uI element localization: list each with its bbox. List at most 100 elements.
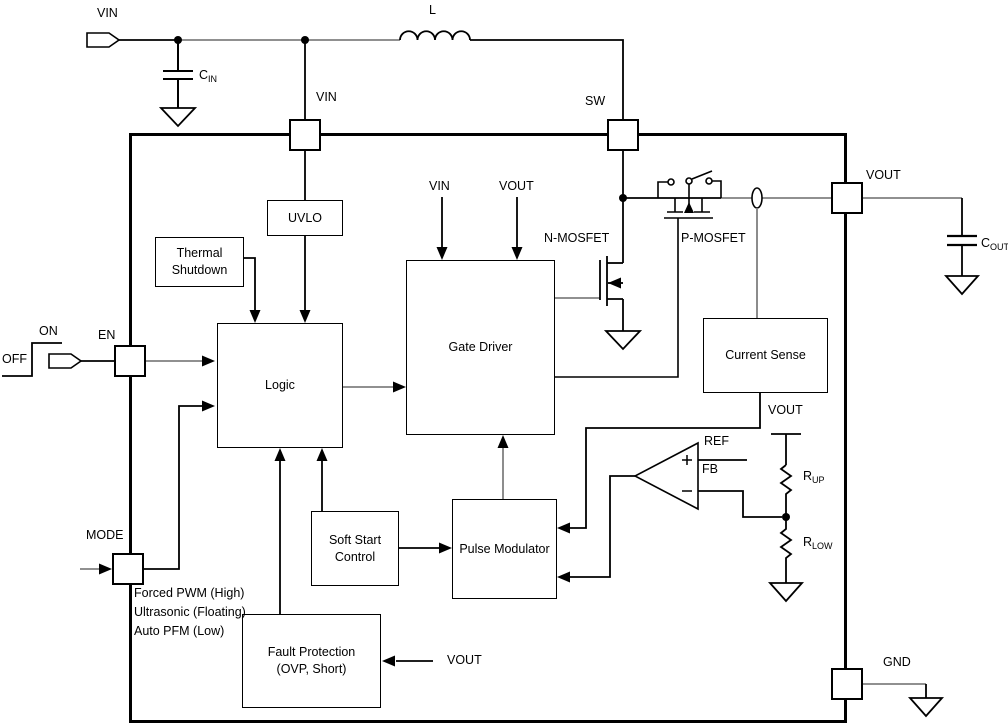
gate-driver-vin-label: VIN xyxy=(429,179,450,193)
drain-contact xyxy=(694,198,710,213)
arrowhead xyxy=(557,522,570,534)
block-label: Current Sense xyxy=(725,348,806,363)
block-soft-start-control: Soft Start Control xyxy=(311,511,399,586)
pin-mode xyxy=(112,553,144,585)
arrowhead xyxy=(557,571,570,583)
mode-option-forced-pwm: Forced PWM (High) xyxy=(134,586,245,600)
gate-driver-vout-label: VOUT xyxy=(499,179,534,193)
vin-terminal-label: VIN xyxy=(97,6,118,20)
block-logic: Logic xyxy=(217,323,343,448)
block-label: Pulse Modulator xyxy=(459,541,550,556)
pin-vin-label: VIN xyxy=(316,90,337,104)
block-uvlo: UVLO xyxy=(267,200,343,236)
gate-lead xyxy=(555,218,679,378)
cout-base: C xyxy=(981,236,991,250)
mode-option-auto-pfm: Auto PFM (Low) xyxy=(134,624,225,638)
block-label: Logic xyxy=(265,378,295,393)
cin-base: C xyxy=(199,68,209,82)
junction-dot xyxy=(619,194,627,202)
en-terminal xyxy=(48,353,83,369)
ref-label: REF xyxy=(704,434,729,448)
on-off-step-waveform xyxy=(2,342,62,377)
fb-input-wire xyxy=(698,490,782,518)
inductor-label: L xyxy=(429,3,436,17)
ground-symbol xyxy=(158,107,198,128)
n-mosfet-label: N-MOSFET xyxy=(544,231,610,245)
arrowhead xyxy=(249,310,261,323)
wire xyxy=(570,475,635,578)
arrowhead xyxy=(382,655,395,667)
arrowhead xyxy=(202,400,215,412)
ground-symbol xyxy=(943,275,981,296)
rlow-resistor xyxy=(779,517,793,583)
cout-capacitor xyxy=(947,234,977,247)
switch-lever xyxy=(691,170,713,180)
p-mosfet-symbol xyxy=(555,170,722,378)
switch-contact xyxy=(667,178,675,186)
plus-sign xyxy=(682,455,692,465)
vin-rail xyxy=(119,39,624,119)
pin-en xyxy=(114,345,146,377)
vin-terminal xyxy=(86,32,121,48)
pin-vout xyxy=(831,182,863,214)
arrowhead xyxy=(436,247,448,260)
cout-label: COUT xyxy=(981,237,1008,252)
on-label: ON xyxy=(39,324,58,338)
arrowhead xyxy=(299,310,311,323)
body-switch-lead xyxy=(657,181,668,198)
cout-sub: OUT xyxy=(990,242,1008,252)
ground-symbol xyxy=(603,330,643,351)
pin-sw xyxy=(607,119,639,151)
cin-label: CIN xyxy=(199,69,217,84)
divider-vout-label: VOUT xyxy=(768,403,803,417)
block-label: UVLO xyxy=(287,210,323,225)
fb-label: FB xyxy=(702,462,718,476)
block-label: Shutdown xyxy=(171,263,228,277)
junction-dot xyxy=(782,513,790,521)
body-arrow xyxy=(684,202,694,213)
body-switch-lead xyxy=(712,180,722,198)
block-gate-driver: Gate Driver xyxy=(406,260,555,435)
mode-option-ultrasonic: Ultrasonic (Floating) xyxy=(134,605,246,619)
pin-vin xyxy=(289,119,321,151)
block-label: Fault Protection xyxy=(267,645,356,660)
rlow-base: R xyxy=(803,535,813,549)
inductor-symbol xyxy=(399,30,471,41)
arrowhead xyxy=(99,563,112,575)
vout-rail xyxy=(863,197,977,276)
rup-label: RUP xyxy=(803,470,825,485)
source-contact xyxy=(667,198,683,213)
pin-mode-label: MODE xyxy=(86,528,124,542)
block-label: Soft Start xyxy=(328,532,382,547)
block-current-sense: Current Sense xyxy=(703,318,828,393)
arrowhead xyxy=(316,448,328,461)
fault-vout-label: VOUT xyxy=(447,653,482,667)
rup-sub: UP xyxy=(812,475,825,485)
feedback-divider xyxy=(771,433,801,583)
block-label: Gate Driver xyxy=(448,340,513,355)
block-label: Thermal xyxy=(176,246,223,261)
pin-gnd xyxy=(831,668,863,700)
body-arrow xyxy=(608,277,621,289)
rlow-label: RLOW xyxy=(803,536,833,551)
block-fault-protection: Fault Protection (OVP, Short) xyxy=(242,614,381,708)
cin-sub: IN xyxy=(208,74,218,84)
rup-resistor xyxy=(779,464,793,517)
wire xyxy=(570,393,761,529)
wire xyxy=(243,257,256,311)
block-thermal-shutdown: Thermal Shutdown xyxy=(155,237,244,287)
ground-symbol xyxy=(907,697,945,718)
wire xyxy=(470,39,624,119)
pin-sw-label: SW xyxy=(585,94,606,108)
junction-dot xyxy=(301,36,309,44)
block-label: Control xyxy=(334,549,376,564)
pin-en-label: EN xyxy=(98,328,116,342)
junction-dot xyxy=(174,36,182,44)
n-mosfet-symbol xyxy=(599,151,624,331)
block-pulse-modulator: Pulse Modulator xyxy=(452,499,557,599)
source-stub xyxy=(607,298,624,331)
pin-vout-label: VOUT xyxy=(866,168,901,182)
arrowhead xyxy=(274,448,286,461)
ic-boundary xyxy=(129,133,847,723)
